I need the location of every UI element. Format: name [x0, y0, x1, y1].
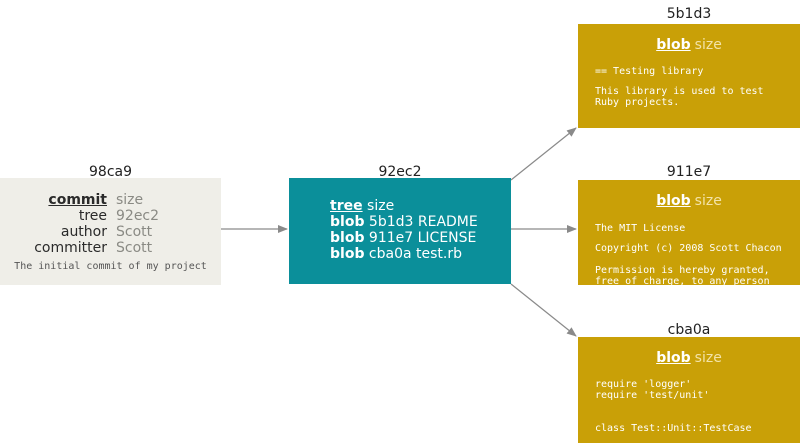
blob-size: size [694, 37, 722, 53]
blob-line: Copyright (c) 2008 Scott Chacon [595, 243, 782, 254]
blob-hash-cba0a: cba0a [667, 322, 711, 338]
tree-row-type: blob [330, 230, 365, 246]
tree-row-license: blob 911e7 LICENSE [330, 230, 476, 247]
blob-label: blob [656, 193, 691, 209]
commit-key: commit [48, 192, 107, 208]
tree-hash: 92ec2 [378, 164, 422, 180]
tree-row-readme: blob 5b1d3 README [330, 214, 478, 231]
tree-row-test: blob cba0a test.rb [330, 246, 462, 263]
blob-size: size [694, 350, 722, 366]
commit-object: commit size tree 92ec2 author Scott comm… [0, 178, 221, 285]
blob-line: require 'test/unit' [595, 390, 710, 401]
tree-row-text: 5b1d3 README [368, 214, 478, 230]
commit-value: size [116, 192, 144, 208]
blob-line: == Testing library [595, 66, 704, 77]
commit-message: The initial commit of my project [14, 261, 207, 272]
tree-key: tree [78, 208, 107, 224]
blob-line: class Test::Unit::TestCase [595, 423, 752, 434]
commit-hash: 98ca9 [89, 164, 132, 180]
tree-object: tree size blob 5b1d3 README blob 911e7 L… [289, 178, 511, 284]
tree-row-type: tree [330, 198, 363, 214]
arrow-tree-to-cba0a [510, 283, 577, 337]
arrow-tree-to-5b1d3 [510, 127, 577, 181]
blob-label: blob [656, 350, 691, 366]
blob-size: size [694, 193, 722, 209]
author-key: author [60, 224, 107, 240]
blob-line: Permission is hereby granted, [595, 265, 770, 276]
blob-line: This library is used to test [595, 86, 764, 97]
blob-line: Ruby projects. [595, 97, 680, 108]
tree-row-text: size [367, 198, 395, 214]
blob-hash-911e7: 911e7 [666, 164, 712, 180]
tree-row-type: blob [330, 214, 365, 230]
tree-value: 92ec2 [116, 208, 160, 224]
blob-line: The MIT License [595, 223, 686, 234]
tree-row-type: blob [330, 246, 365, 262]
blob-line: free of charge, to any person [595, 276, 770, 285]
committer-key: committer [34, 240, 107, 256]
committer-value: Scott [116, 240, 153, 256]
blob-line: require 'logger' [595, 379, 692, 390]
tree-row-text: 911e7 LICENSE [368, 230, 477, 246]
blob-hash-5b1d3: 5b1d3 [666, 6, 712, 22]
blob-label: blob [656, 37, 691, 53]
author-value: Scott [116, 224, 153, 240]
tree-row-self: tree size [330, 198, 394, 215]
tree-row-text: cba0a test.rb [368, 246, 462, 262]
